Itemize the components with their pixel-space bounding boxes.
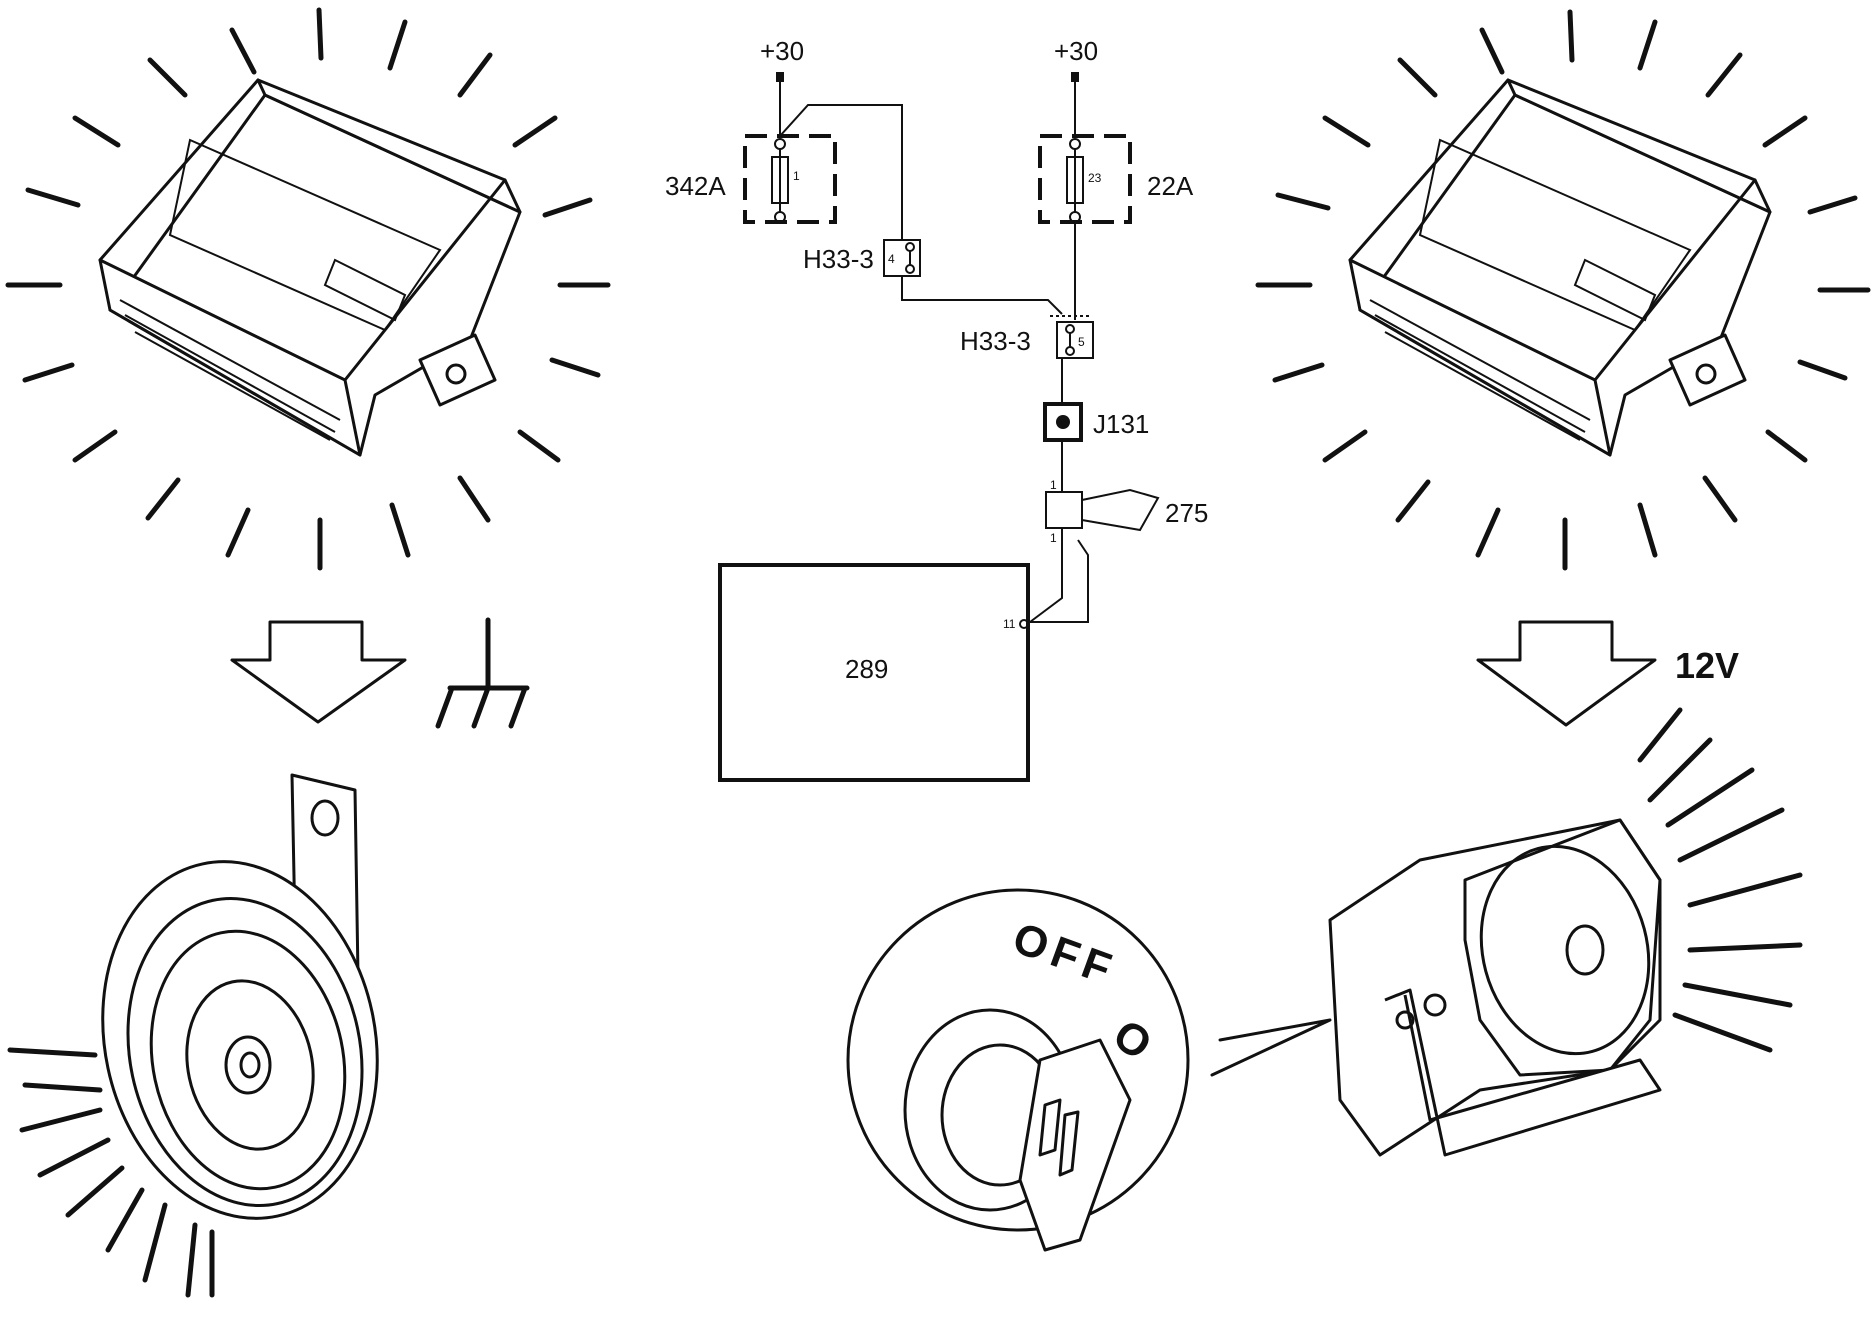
supply-left-label: +30 [760,36,804,66]
siren [1328,707,1803,1157]
fuse-22a: 23 [1038,134,1132,224]
connector-h33-3-pin4: 4 [883,239,921,277]
voltage-label: 12V [1675,645,1739,686]
junction-j131 [1043,402,1083,442]
ground-symbol [435,617,530,729]
horn-ref-label: 275 [1165,498,1208,528]
right-control-unit [1255,9,1871,571]
supply-right-terminal [1071,72,1079,82]
siren-rays [1637,707,1803,1053]
pointer-to-siren [1210,1018,1332,1077]
connector-a-pin: 4 [888,252,895,266]
horn-pin-bottom: 1 [1050,531,1057,545]
module-pin: 11 [1003,617,1016,631]
supply-left-terminal [776,72,784,82]
right-down-arrow [1476,620,1657,727]
supply-right-label: +30 [1054,36,1098,66]
fuse-342a-label: 342A [665,171,726,201]
connector-a-label: H33-3 [803,244,874,274]
module-289 [718,563,1030,782]
connector-b-label: H33-3 [960,326,1031,356]
connector-h33-3-pin5: 5 [1056,321,1094,359]
right-rays [1255,9,1871,571]
module-pin-terminal [1019,619,1029,629]
junction-label: J131 [1093,409,1149,439]
horn-rays [7,1047,215,1298]
left-rays [5,7,611,571]
fuse-342a-number: 1 [793,169,800,183]
fuse-22a-label: 22A [1147,171,1194,201]
wiring-diagram: +30 +30 1 342A 23 22A [665,36,1208,782]
left-down-arrow [230,620,407,724]
module-label: 289 [845,654,888,684]
horn-symbol-275: 1 1 [1045,478,1160,545]
key-switch-callout: OFF O [846,888,1190,1252]
left-control-unit [5,7,611,571]
horn-pin-top: 1 [1050,478,1057,492]
fuse-22a-number: 23 [1088,171,1102,185]
fuse-342a: 1 [743,134,837,224]
horn [7,773,379,1298]
connector-b-pin: 5 [1078,335,1085,349]
